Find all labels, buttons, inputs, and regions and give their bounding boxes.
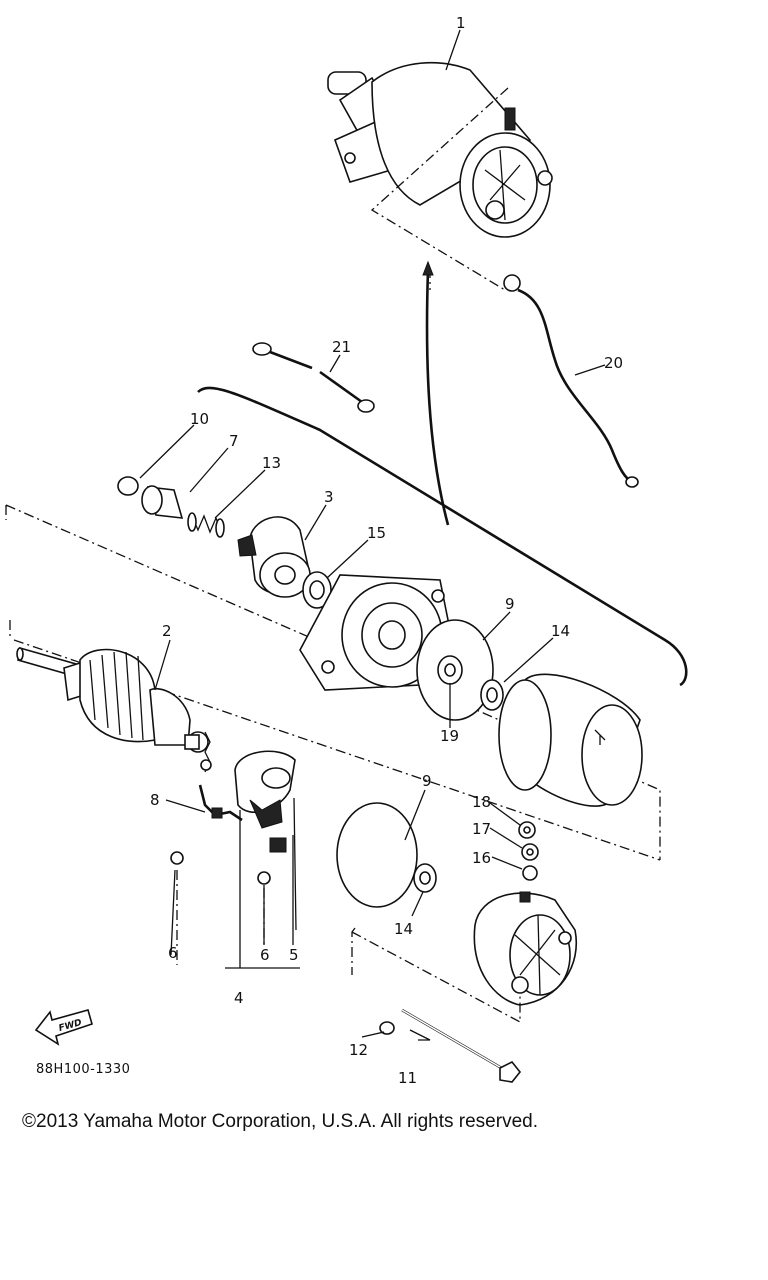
- circlip: [117, 476, 139, 496]
- callout-7: 7: [229, 432, 239, 450]
- assembly-bracket-line: [370, 87, 509, 291]
- callout-19: 19: [440, 727, 459, 745]
- callout-2: 2: [162, 622, 172, 640]
- pinion-clutch: [237, 516, 311, 598]
- nut-6-right: [257, 871, 271, 885]
- washer-16: [522, 865, 538, 881]
- callout-6-right: 6: [260, 946, 270, 964]
- armature: [16, 646, 209, 753]
- callout-17: 17: [472, 820, 491, 838]
- callout-15: 15: [367, 524, 386, 542]
- lead-wire: [503, 274, 639, 488]
- callout-10: 10: [190, 410, 209, 428]
- callout-20: 20: [604, 354, 623, 372]
- through-bolt: [401, 1008, 522, 1083]
- starter-motor-assembly: [327, 61, 553, 238]
- callout-11: 11: [398, 1069, 417, 1087]
- callout-6-left: 6: [168, 944, 178, 962]
- stopper-collar: [141, 485, 184, 519]
- upper-assembly-bracket: [5, 504, 661, 860]
- copyright-notice: ©2013 Yamaha Motor Corporation, U.S.A. A…: [22, 1111, 538, 1132]
- callout-5: 5: [289, 946, 299, 964]
- callout-14-lower: 14: [394, 920, 413, 938]
- callout-16: 16: [472, 849, 491, 867]
- brush-lead-screw: [198, 731, 243, 822]
- callout-9-lower: 9: [422, 772, 432, 790]
- washer-12: [379, 1021, 395, 1035]
- o-ring-lower: [336, 802, 418, 908]
- yoke-housing: [498, 673, 643, 807]
- callout-3: 3: [324, 488, 334, 506]
- lower-assembly-bracket: [9, 620, 661, 861]
- callout-labels: 1 2 3 4 5 6 6 7 8 9 9 10 11 12 13 14 14 …: [150, 14, 623, 1087]
- callout-21: 21: [332, 338, 351, 356]
- starting-motor-exploded-diagram: 1 2 3 4 5 6 6 7 8 9 9 10 11 12 13 14 14 …: [5, 14, 688, 1087]
- callout-1: 1: [456, 14, 466, 32]
- callout-18: 18: [472, 793, 491, 811]
- compression-spring: [187, 512, 225, 538]
- brush-plate: [234, 750, 296, 853]
- fwd-arrow: FWD: [34, 1009, 93, 1046]
- rear-cover: [473, 891, 577, 1006]
- callout-8: 8: [150, 791, 160, 809]
- callout-14-upper: 14: [551, 622, 570, 640]
- catalog-code: 88H100-1330: [36, 1062, 131, 1077]
- leader-lines: [139, 29, 606, 1041]
- callout-9-upper: 9: [505, 595, 515, 613]
- callout-13: 13: [262, 454, 281, 472]
- callout-4: 4: [234, 989, 244, 1007]
- nut-6-left: [170, 851, 184, 865]
- rear-cover-bracket: [351, 927, 521, 1024]
- boundary-curve: [197, 386, 688, 687]
- brush-lead-rod: [252, 342, 375, 413]
- callout-12: 12: [349, 1041, 368, 1059]
- assembly-arrow-line: [425, 269, 450, 526]
